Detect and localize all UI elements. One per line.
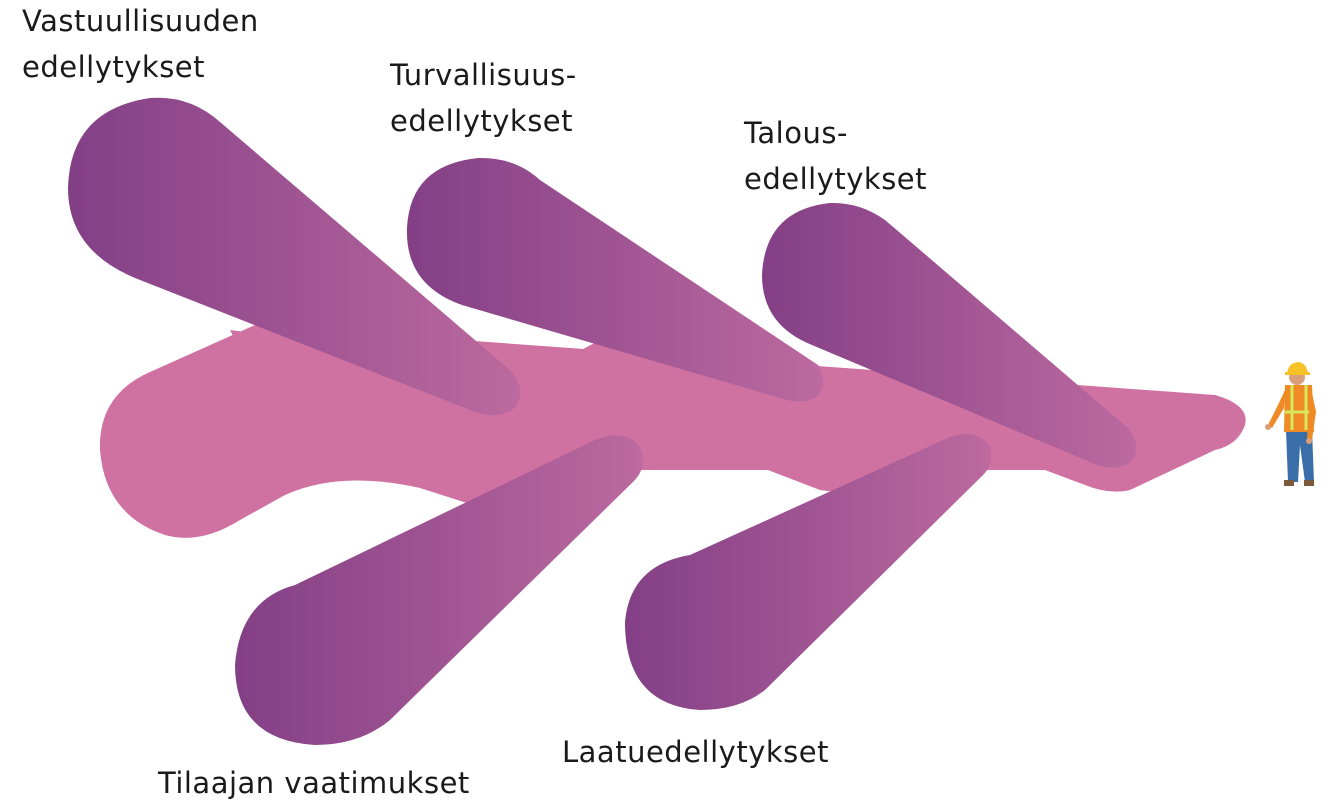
label-line: edellytykset <box>22 44 259 90</box>
label-line: Turvallisuus- <box>390 52 577 98</box>
label-line: edellytykset <box>744 156 927 202</box>
label-line: Laatuedellytykset <box>562 729 829 775</box>
label-line: Talous- <box>744 110 927 156</box>
label-tilaajan-vaatimukset: Tilaajan vaatimukset <box>158 760 470 806</box>
label-talousedellytykset: Talous- edellytykset <box>744 110 927 202</box>
construction-worker-icon <box>1265 362 1316 486</box>
label-vastuullisuuden-edellytykset: Vastuullisuuden edellytykset <box>22 0 259 90</box>
label-turvallisuusedellytykset: Turvallisuus- edellytykset <box>390 52 577 144</box>
label-line: Tilaajan vaatimukset <box>158 760 470 806</box>
label-laatuedellytykset: Laatuedellytykset <box>562 729 829 775</box>
label-line: edellytykset <box>390 98 577 144</box>
label-line: Vastuullisuuden <box>22 0 259 44</box>
